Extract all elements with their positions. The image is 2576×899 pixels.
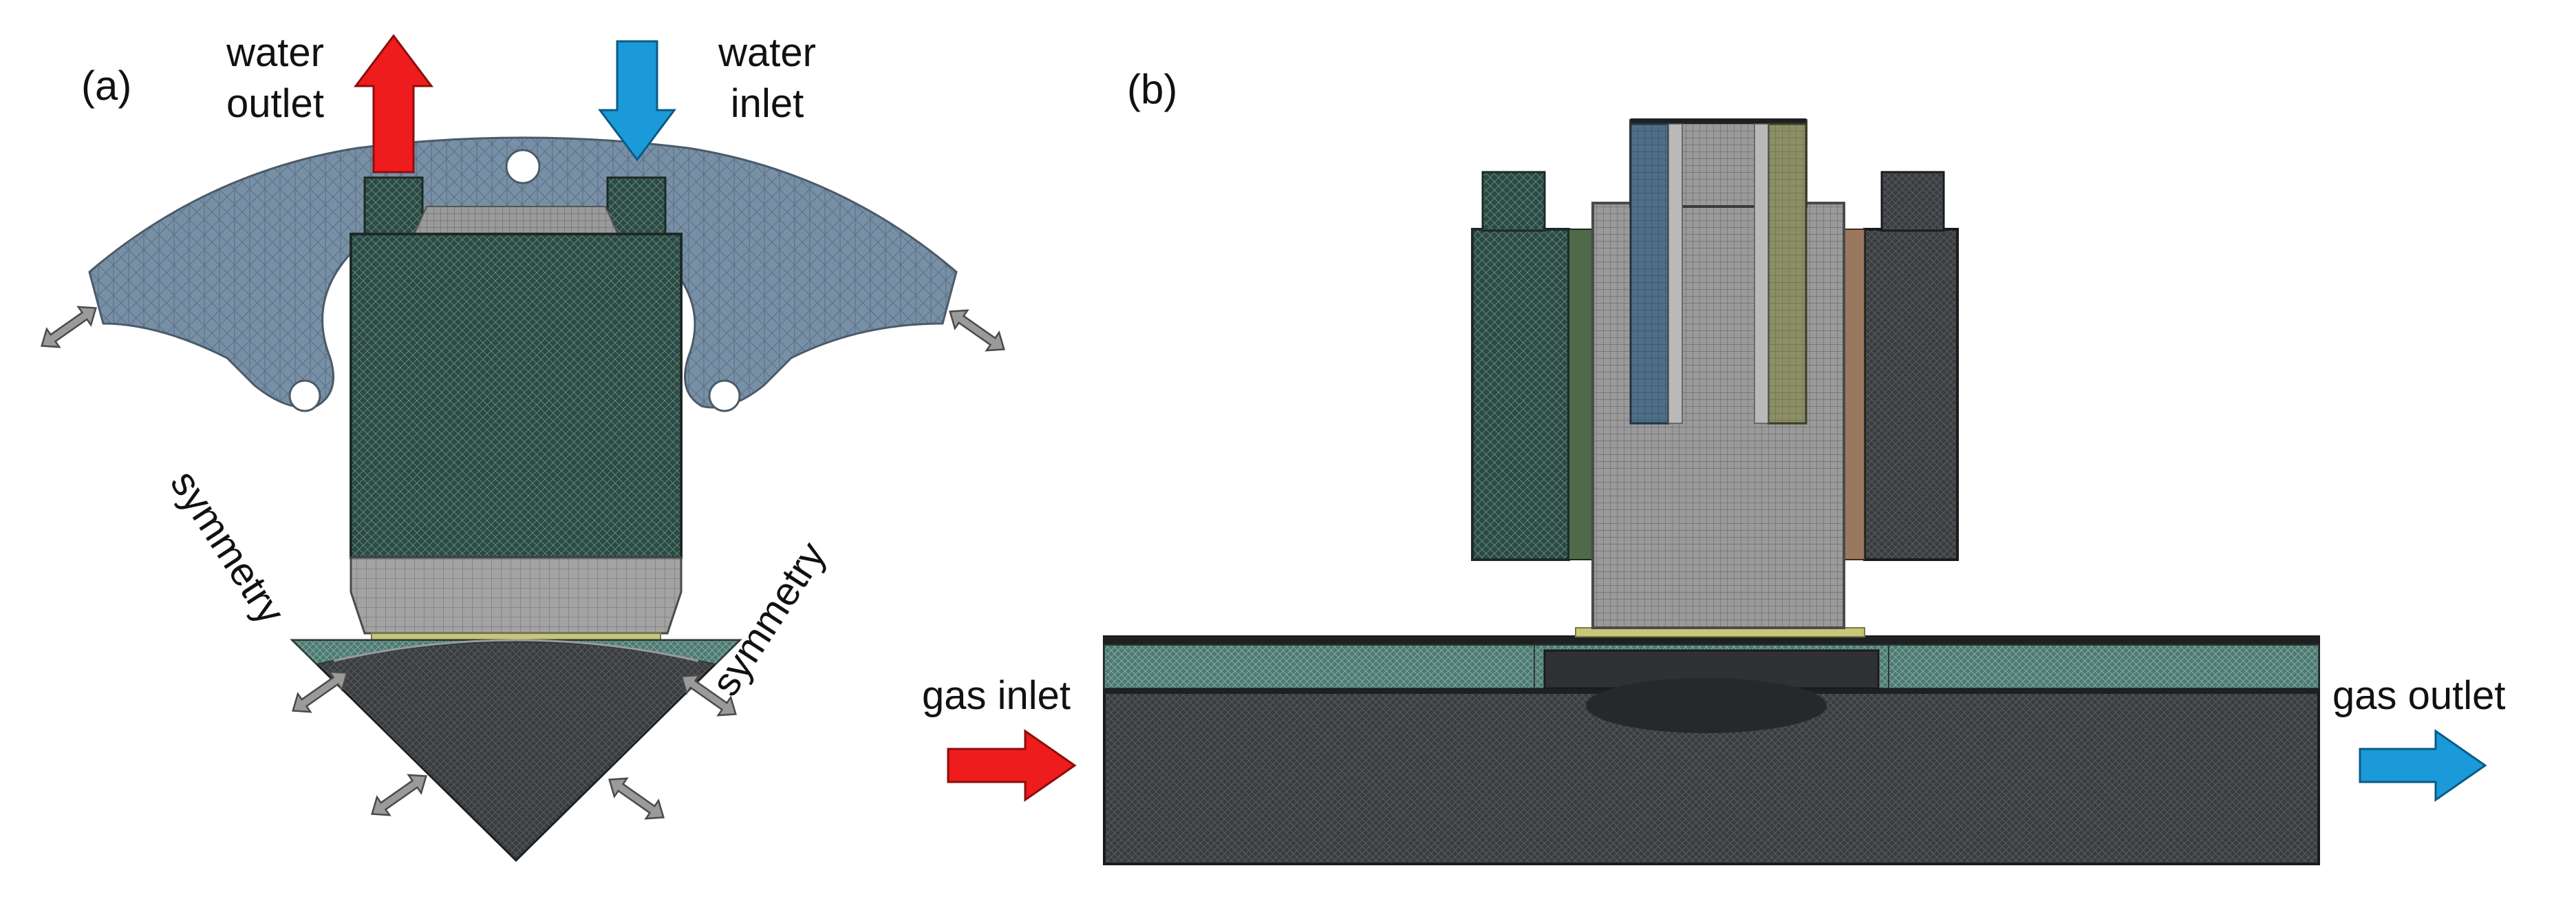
channel-band-left <box>1104 644 1535 689</box>
water-inlet-label-2: inlet <box>731 81 804 126</box>
gas-channel-wedge <box>290 639 742 863</box>
water-outlet-pipe <box>363 176 424 240</box>
channel-recess <box>1543 649 1880 690</box>
double-arrow-low-right <box>608 777 665 820</box>
symmetry-label-right: symmetry <box>702 534 834 704</box>
water-inlet-label-1: water <box>718 30 816 75</box>
channel-arc <box>333 639 699 662</box>
right-housing-liner <box>1843 229 1865 560</box>
inner-channel-left <box>1629 123 1670 425</box>
plate-hole-right <box>708 379 741 412</box>
channel-top-border <box>1104 637 2319 645</box>
plate-hole-left <box>288 379 321 412</box>
water-inlet-arrow <box>598 40 676 162</box>
water-outlet-label-1: water <box>226 30 324 75</box>
panel-b-label: (b) <box>1127 66 1177 112</box>
panel-a-label: (a) <box>81 63 131 109</box>
double-arrow-low-left <box>371 774 427 816</box>
gas-outlet-arrow <box>2359 729 2487 802</box>
plate-hole-top <box>505 149 541 184</box>
water-outlet-arrow <box>353 34 434 173</box>
double-arrow-upper-right <box>949 309 1005 352</box>
double-arrow-mid-right <box>680 674 737 717</box>
gas-inlet-arrow <box>947 729 1077 802</box>
right-housing-mesh <box>1863 228 1959 561</box>
central-top-edge <box>1631 118 1806 124</box>
inner-channel-right <box>1767 123 1807 425</box>
symmetry-label-left: symmetry <box>162 463 293 632</box>
copper-block-mesh <box>350 233 683 559</box>
double-arrow-mid-left <box>292 670 348 713</box>
water-inlet-pipe <box>606 176 667 240</box>
gas-inlet-label: gas inlet <box>922 673 1071 718</box>
left-housing-liner <box>1568 229 1593 560</box>
inner-channel-wall-right <box>1754 123 1769 424</box>
left-pipe-b <box>1481 171 1546 232</box>
water-outlet-label-2: outlet <box>226 81 324 126</box>
double-arrow-upper-left <box>41 306 97 348</box>
inner-channel-wall-left <box>1668 123 1683 424</box>
channel-band-right <box>1888 644 2319 689</box>
left-housing-mesh <box>1471 228 1570 561</box>
right-pipe-b <box>1880 171 1945 232</box>
gas-outlet-label: gas outlet <box>2332 673 2506 718</box>
block-chamfer-mesh <box>350 556 683 635</box>
dense-mesh-zone <box>1586 678 1827 733</box>
